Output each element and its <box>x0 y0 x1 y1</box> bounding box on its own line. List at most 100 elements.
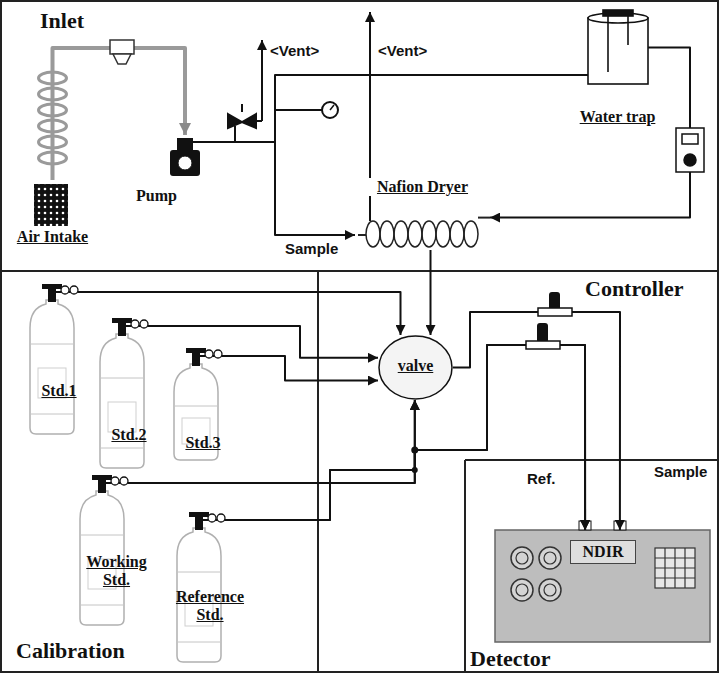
drawing-part <box>366 221 380 247</box>
air-intake-icon <box>34 184 68 226</box>
drawing-part <box>170 150 200 176</box>
part-label: Std.2 <box>98 426 160 444</box>
junction-dot <box>411 447 418 474</box>
drawing-part <box>450 221 464 247</box>
drawing-part <box>241 104 243 112</box>
part-label: valve <box>378 357 453 375</box>
part-label: NDIR <box>570 540 636 564</box>
water-trap-icon <box>565 10 670 84</box>
drawing-part <box>511 547 561 601</box>
part-label: Water trap <box>565 108 670 126</box>
drawing-part <box>588 18 648 84</box>
flow-label: <Vent> <box>268 42 321 59</box>
flow-label: Sample <box>652 463 709 480</box>
gas-cylinder: Std.2 <box>98 318 160 478</box>
drawing-part <box>539 579 561 601</box>
line-label: Sample <box>283 240 340 257</box>
drawing-part <box>603 10 633 16</box>
drawing-part <box>565 74 588 76</box>
gas-line <box>53 48 186 180</box>
drawing-part <box>464 221 478 247</box>
drawing-part <box>34 184 68 226</box>
drawing-part <box>655 557 695 558</box>
drawing-part <box>511 579 533 601</box>
drawing-part <box>178 156 192 170</box>
drawing-part <box>330 105 334 110</box>
drawing-part <box>34 184 68 226</box>
drawing-part <box>607 16 609 72</box>
drawing-part <box>676 128 704 172</box>
drawing-part <box>0 270 719 272</box>
selector-valve: valve <box>378 335 453 400</box>
drawing-part <box>30 284 92 434</box>
region-panel: Detector NDIR <box>465 460 719 673</box>
region-panel: CalibrationStd.1Std.2Std.3Working Std.Re… <box>0 272 318 673</box>
moisture-pump-icon <box>676 128 704 172</box>
flow-controller <box>526 292 572 349</box>
flow-label: <Vent> <box>376 42 429 59</box>
drawing-part <box>408 221 422 247</box>
drawing-part <box>322 102 338 118</box>
region-heading: Calibration <box>16 638 334 664</box>
drawing-part <box>478 217 490 219</box>
gas-line <box>453 312 620 530</box>
drawing-part <box>234 126 236 142</box>
part-label: Std.3 <box>172 434 234 452</box>
air-intake: Air Intake <box>15 180 90 268</box>
part-label: Reference Std. <box>165 588 255 624</box>
drawing-part <box>684 154 696 166</box>
drawing-part <box>422 221 436 247</box>
pressure-gauge <box>275 102 338 118</box>
drawing-part <box>100 318 162 468</box>
drawing-part <box>464 460 466 673</box>
pump-icon <box>170 138 215 176</box>
drawing-part <box>275 109 322 111</box>
drawing-part <box>380 221 394 247</box>
gas-line <box>215 75 565 142</box>
gas-line <box>160 326 378 358</box>
part-label: Air Intake <box>15 228 90 246</box>
drawing-part <box>648 47 670 49</box>
gas-line <box>255 400 415 520</box>
drawing-part <box>177 138 193 150</box>
ndir-analyzer <box>495 521 710 642</box>
nafion-dryer: Nafion Dryer <box>355 178 490 250</box>
drawing-part <box>516 552 528 564</box>
region-heading: Detector <box>470 646 719 672</box>
drawing-part <box>544 552 556 564</box>
drawing-part <box>80 475 142 625</box>
water-trap: Water trap <box>565 10 670 135</box>
drawing-part <box>412 467 418 473</box>
gas-line <box>215 142 355 235</box>
drawing-part <box>538 308 572 316</box>
part-label: Nafion Dryer <box>355 178 490 196</box>
gas-line <box>158 345 585 530</box>
gas-line <box>490 48 690 218</box>
drawing-part <box>394 221 408 247</box>
region-panel: InletAir IntakePumpWater trapNafion Drye… <box>0 0 719 272</box>
part-label: Pump <box>136 187 221 205</box>
drawing-part <box>655 567 695 568</box>
part-label: Std.1 <box>28 382 90 400</box>
drawing-part <box>436 221 450 247</box>
drawing-part <box>526 341 560 349</box>
drawing-part <box>110 40 134 54</box>
drawing-part <box>177 512 239 662</box>
gas-cylinder: Std.3 <box>172 348 234 466</box>
drawing-part <box>228 114 256 128</box>
nafion-coil <box>358 12 490 247</box>
gas-cylinder: Std.1 <box>28 284 90 444</box>
vent-valve <box>228 40 262 142</box>
drawing-part <box>317 271 319 673</box>
drawing-part <box>537 323 548 343</box>
drawing-part <box>411 447 418 454</box>
gas-cylinders <box>30 284 255 662</box>
gas-line <box>234 356 378 381</box>
gas-cylinder: Working Std. <box>75 475 158 640</box>
drawing-part <box>193 141 215 143</box>
drawing-part <box>655 548 695 588</box>
drawing-part <box>140 482 158 484</box>
drawing-part <box>544 584 556 596</box>
